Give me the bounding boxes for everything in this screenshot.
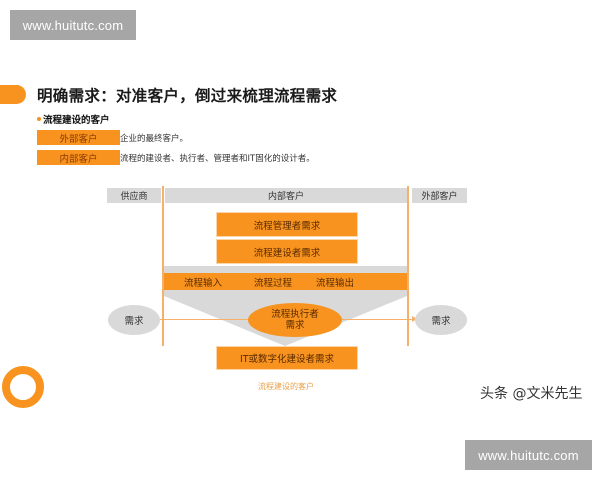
definition-label: 外部客户 — [37, 130, 120, 145]
executor-line-1: 流程执行者 — [271, 309, 319, 320]
arrow-right-icon — [412, 316, 417, 322]
watermark-top-left: www.huitutc.com — [10, 10, 136, 40]
executor-line-2: 需求 — [285, 320, 305, 331]
divider-right — [407, 186, 409, 346]
process-output-label: 流程输出 — [316, 278, 355, 289]
divider-left — [162, 186, 164, 346]
box-it-builder-needs: IT或数字化建设者需求 — [217, 347, 357, 369]
watermark-text: www.huitutc.com — [22, 17, 124, 33]
author-credit: 头条 @文米先生 — [480, 386, 583, 402]
definition-row-external: 外部客户 企业的最终客户。 — [37, 130, 188, 145]
process-process-label: 流程过程 — [254, 278, 293, 289]
watermark-bottom-right: www.huitutc.com — [465, 440, 592, 470]
executor-needs-ellipse: 流程执行者 需求 — [248, 303, 342, 337]
header-external-customer: 外部客户 — [412, 188, 467, 203]
title-accent-pill — [0, 85, 26, 104]
definition-row-internal: 内部客户 流程的建设者、执行者、管理者和IT固化的设计者。 — [37, 150, 315, 165]
watermark-text: www.huitutc.com — [478, 447, 579, 463]
diagram-caption: 流程建设的客户 — [258, 382, 314, 391]
gray-band — [164, 266, 407, 274]
orange-ring-decoration — [2, 366, 44, 408]
bullet-dot-icon — [37, 117, 41, 121]
supplier-needs-ellipse: 需求 — [108, 305, 160, 335]
definition-text: 流程的建设者、执行者、管理者和IT固化的设计者。 — [120, 153, 315, 164]
subtitle-text: 流程建设的客户 — [43, 115, 110, 126]
box-process-manager-needs: 流程管理者需求 — [217, 213, 357, 236]
slide-title: 明确需求：对准客户，倒过来梳理流程需求 — [37, 87, 338, 105]
definition-label: 内部客户 — [37, 150, 120, 165]
process-bar: 流程输入 流程过程 流程输出 — [164, 273, 407, 290]
slide-subtitle: 流程建设的客户 — [37, 112, 110, 126]
header-supplier: 供应商 — [107, 188, 161, 203]
external-needs-ellipse: 需求 — [415, 305, 467, 335]
header-internal-customer: 内部客户 — [165, 188, 407, 203]
process-input-label: 流程输入 — [184, 278, 223, 289]
definition-text: 企业的最终客户。 — [120, 133, 189, 144]
box-process-builder-needs: 流程建设者需求 — [217, 240, 357, 263]
